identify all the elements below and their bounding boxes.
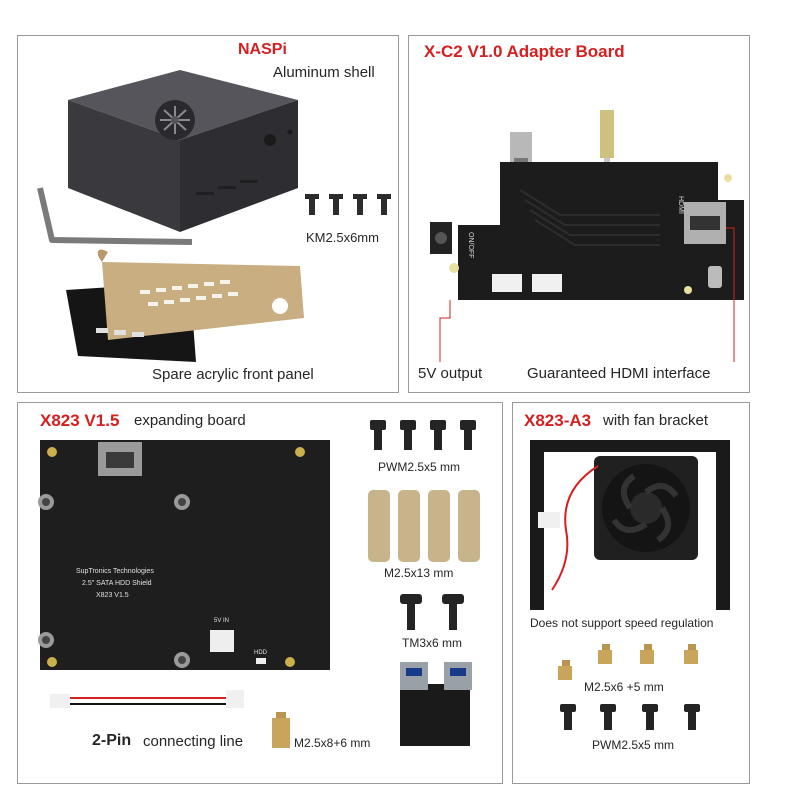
cable-label: connecting line — [143, 733, 244, 750]
board-silk-line2: 2.5" SATA HDD Shield — [82, 580, 152, 587]
naspi-panel-label: Spare acrylic front panel — [152, 366, 314, 383]
spacer-label: M2.5x13 mm — [384, 566, 454, 580]
pwm-screws-image — [370, 420, 476, 450]
board-silk-5vin: 5V IN — [214, 618, 230, 624]
adapter-label-hdmi: Guaranteed HDMI interface — [527, 365, 711, 382]
acrylic-panel-image — [66, 249, 304, 362]
standoff-label: M2.5x8+6 mm — [294, 736, 371, 750]
adapter-board-image — [430, 110, 744, 362]
expanding-title-suffix: expanding board — [134, 412, 246, 429]
tm3-screw-label: TM3x6 mm — [402, 636, 462, 650]
fan-title-suffix: with fan bracket — [603, 412, 709, 429]
board-silk-line3: X823 V1.5 — [96, 592, 129, 599]
fan-screw-label: PWM2.5x5 mm — [592, 738, 675, 752]
cable-label-bold: 2-Pin — [92, 732, 132, 749]
fan-standoff-label: M2.5x6 +5 mm — [584, 680, 664, 694]
usb-u-adapter-image — [400, 662, 472, 746]
fan-bracket-image — [530, 440, 730, 610]
brass-standoff-image — [272, 712, 290, 748]
fan-note: Does not support speed regulation — [530, 616, 714, 630]
adapter-label-5v: 5V output — [418, 365, 483, 382]
board-silk-line1: SupTronics Technologies — [76, 568, 154, 575]
fan-screws-image — [560, 704, 700, 730]
km-screws-image — [305, 194, 391, 215]
naspi-screw-label: KM2.5x6mm — [306, 230, 379, 245]
board-silk-hdd: HDD — [254, 650, 267, 656]
aluminum-shell-image — [68, 70, 298, 232]
naspi-subtitle: Aluminum shell — [273, 64, 375, 81]
fan-standoffs-image — [558, 644, 698, 680]
adapter-title: X-C2 V1.0 Adapter Board — [424, 42, 625, 61]
x823-board-image — [38, 440, 330, 670]
allen-key-image — [37, 187, 193, 245]
expanding-title: X823 V1.5 — [40, 411, 120, 430]
pwm-screw-label: PWM2.5x5 mm — [378, 460, 461, 474]
fan-title: X823-A3 — [524, 411, 592, 430]
tm3-screws-image — [400, 594, 464, 630]
naspi-title: NASPi — [238, 41, 287, 58]
spacer-pads-image — [368, 490, 480, 562]
two-pin-cable-image — [50, 690, 244, 708]
